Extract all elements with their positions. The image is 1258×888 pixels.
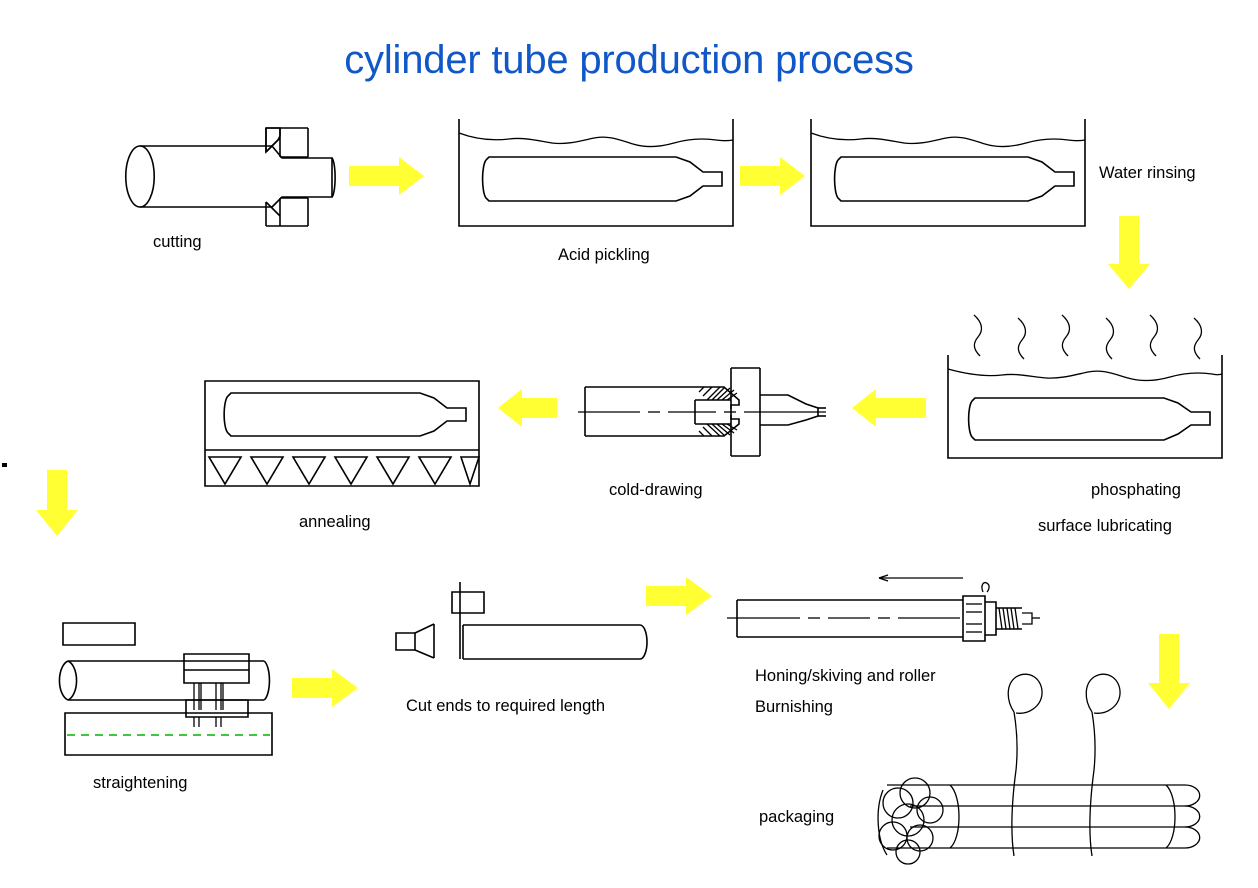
arrow-rinsing-to-phosphating bbox=[1108, 216, 1150, 289]
page-title: cylinder tube production process bbox=[344, 38, 914, 82]
label-acid-pickling: Acid pickling bbox=[558, 246, 650, 264]
arrow-annealing-to-straightening bbox=[36, 470, 78, 536]
edge-artifact-mark bbox=[2, 463, 7, 467]
cutting-illustration bbox=[125, 127, 336, 227]
label-cut-ends: Cut ends to required length bbox=[406, 697, 606, 715]
label-straightening: straightening bbox=[93, 774, 188, 792]
arrow-pickling-to-rinsing bbox=[740, 157, 805, 195]
phosphating-illustration bbox=[947, 314, 1223, 459]
label-packaging: packaging bbox=[759, 808, 835, 826]
arrow-group bbox=[36, 157, 1190, 709]
acid-pickling-illustration bbox=[458, 119, 734, 227]
packaging-illustration bbox=[877, 673, 1201, 865]
label-surface-lubricating: surface lubricating bbox=[1038, 517, 1172, 535]
arrow-cutends-to-honing bbox=[646, 577, 712, 615]
label-water-rinsing: Water rinsing bbox=[1099, 164, 1196, 182]
straightening-illustration bbox=[58, 622, 273, 756]
arrow-colddrawing-to-annealing bbox=[498, 389, 557, 427]
label-annealing: annealing bbox=[299, 513, 371, 531]
honing-illustration bbox=[727, 574, 1040, 642]
label-cutting: cutting bbox=[153, 233, 202, 251]
annealing-illustration bbox=[204, 380, 481, 487]
water-rinsing-illustration bbox=[810, 119, 1086, 227]
arrow-cutting-to-pickling bbox=[349, 157, 424, 195]
label-burnishing: Burnishing bbox=[755, 698, 833, 716]
cut-ends-illustration bbox=[395, 582, 648, 660]
arrow-honing-to-packaging bbox=[1148, 634, 1190, 709]
label-phosphating: phosphating bbox=[1091, 481, 1181, 499]
arrow-phosphating-to-colddrawing bbox=[852, 389, 926, 427]
label-cold-drawing: cold-drawing bbox=[609, 481, 703, 499]
arrow-straightening-to-cutends bbox=[292, 669, 358, 707]
cold-drawing-illustration bbox=[578, 367, 826, 457]
label-honing: Honing/skiving and roller bbox=[755, 667, 936, 685]
